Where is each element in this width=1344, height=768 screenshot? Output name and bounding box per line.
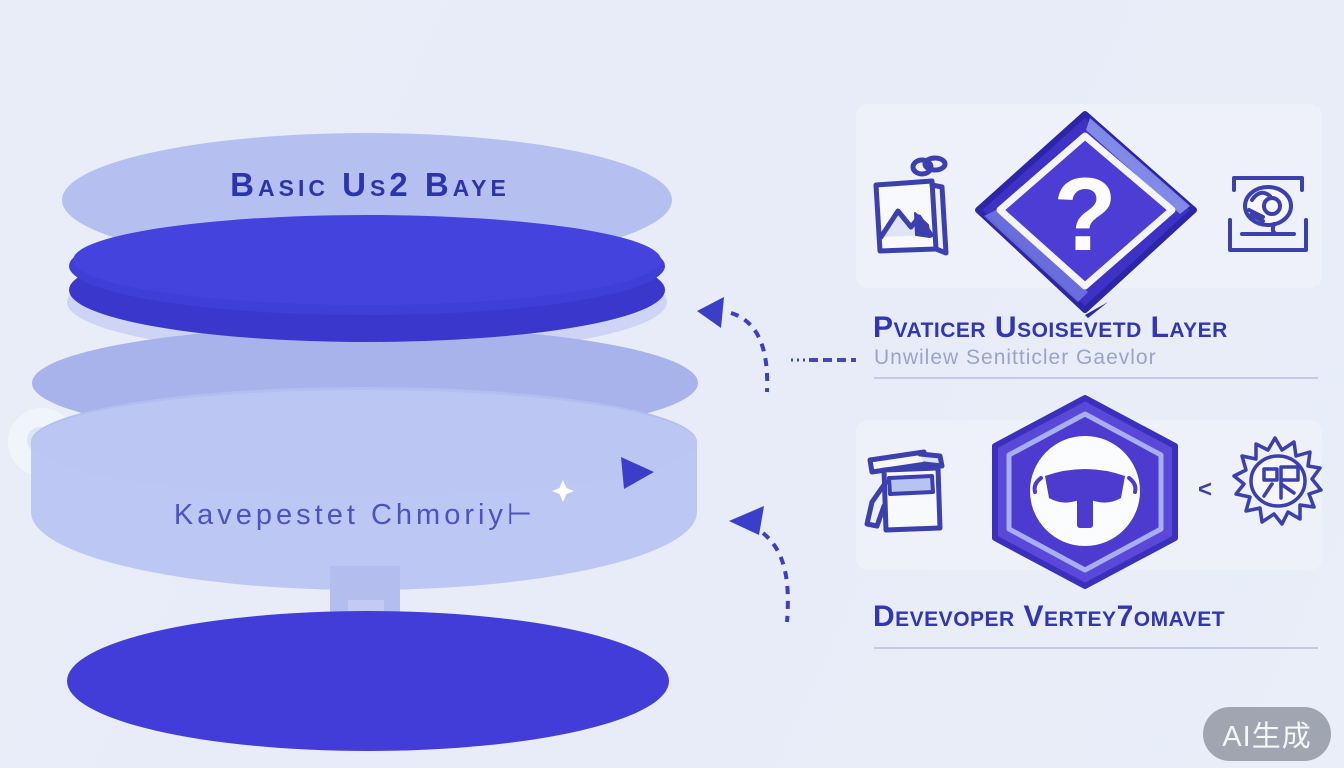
bottom-disc (67, 611, 669, 751)
brain-icon (1228, 176, 1308, 252)
sparkle-icon (552, 480, 574, 502)
card-title-user-layer: Pvaticer Usoisevetd Layer (873, 311, 1228, 344)
watermark-label: AI生成 (1222, 721, 1312, 753)
sunburst-badge-icon (1232, 436, 1323, 526)
arrow-bottom (729, 506, 790, 623)
printer-icon (864, 449, 945, 533)
svg-text:?: ? (1053, 157, 1117, 273)
question-diamond-badge: ? (975, 111, 1197, 318)
ai-generated-watermark: AI生成 (1203, 707, 1331, 761)
card-title-developer-layer: Devevoper Vertey7omavet (873, 600, 1226, 633)
stack-middle-label: Kavepestet Chmoriy⊢ (173, 499, 537, 531)
arrow-middle (621, 457, 654, 489)
blue-disc (69, 215, 665, 342)
less-than-mark: < (1198, 476, 1213, 503)
image-icon (873, 155, 949, 256)
arrow-top (697, 297, 770, 393)
card-subtitle-user-layer: Unwilew Senitticler Gaevlor (874, 346, 1157, 369)
divider (874, 377, 1318, 379)
stack-top-label: Basic Us2 Baye (230, 166, 510, 203)
light-cylinder (31, 387, 697, 590)
divider (874, 647, 1318, 649)
goggles-hexagon-badge (992, 395, 1178, 589)
